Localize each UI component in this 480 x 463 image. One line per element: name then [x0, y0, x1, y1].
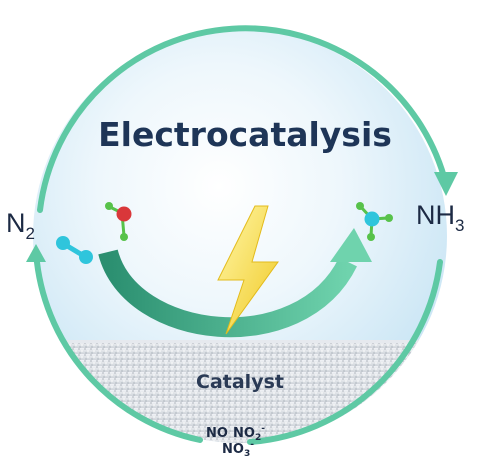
bottom-right-cycle-arc [247, 259, 443, 445]
water-molecule-icon [105, 202, 132, 241]
diagram-title: Electrocatalysis [98, 115, 392, 154]
reactant-label: N2 [6, 208, 35, 243]
lightning-bolt-icon [217, 205, 279, 335]
no2-label: NO2- [233, 424, 265, 443]
n2-molecule-icon [56, 236, 93, 264]
arrowhead-to-n2 [26, 244, 46, 262]
catalyst-label: Catalyst [196, 371, 284, 393]
arrowhead-to-nh3 [434, 172, 458, 196]
inner-arrowhead [330, 228, 372, 262]
product-label: NH3 [416, 200, 464, 235]
no-label: NO [206, 426, 228, 441]
top-cycle-arc [37, 25, 449, 213]
no3-label: NO3- [222, 440, 254, 459]
inner-reaction-arrow [98, 248, 357, 338]
ammonia-molecule-icon [356, 202, 393, 241]
cycle-arrows [33, 25, 449, 445]
bottom-left-cycle-arc [33, 249, 203, 443]
nox-species: NO NO2- NO3- [206, 424, 265, 459]
